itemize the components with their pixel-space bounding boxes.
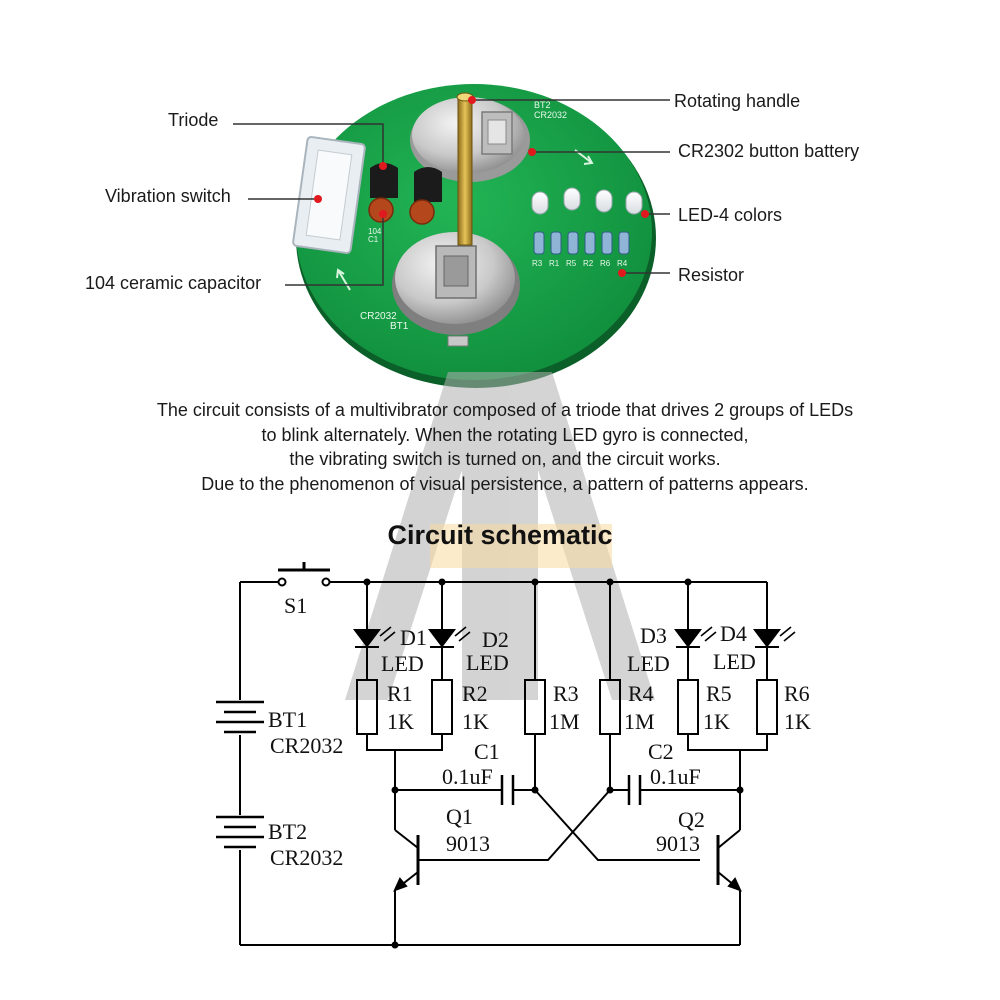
label-d4-type: LED xyxy=(713,649,756,674)
label-bt1: BT1 xyxy=(268,707,308,732)
schematic-title: Circuit schematic xyxy=(387,520,613,550)
silk-r3: R3 xyxy=(532,259,543,268)
label-r4-value: 1M xyxy=(624,709,655,734)
label-r2-value: 1K xyxy=(462,709,489,734)
title-highlight xyxy=(430,524,612,568)
label-q1-type: 9013 xyxy=(446,831,490,856)
rotating-handle xyxy=(456,92,474,246)
callout-led: LED-4 colors xyxy=(678,205,783,225)
silk-r5: R5 xyxy=(566,259,577,268)
led-row xyxy=(531,187,643,215)
callout-resistor: Resistor xyxy=(678,265,745,285)
label-s1: S1 xyxy=(284,593,308,618)
ceramic-capacitors xyxy=(368,197,435,225)
label-d2: D2 xyxy=(482,627,509,652)
label-q2: Q2 xyxy=(678,807,705,832)
silk-r6: R6 xyxy=(600,259,611,268)
callout-triode: Triode xyxy=(168,110,219,130)
description-line: The circuit consists of a multivibrator … xyxy=(156,400,854,420)
silk-r2: R2 xyxy=(583,259,594,268)
label-d3-type: LED xyxy=(627,651,670,676)
label-q1: Q1 xyxy=(446,804,473,829)
callout-rotating-handle: Rotating handle xyxy=(674,91,801,111)
callout-ceramic-capacitor: 104 ceramic capacitor xyxy=(85,273,262,293)
label-r5-value: 1K xyxy=(703,709,730,734)
bottom-button-battery xyxy=(392,232,520,347)
silk-cap-id: C1 xyxy=(368,235,379,244)
callout-vibration-switch: Vibration switch xyxy=(105,186,231,206)
silk-bottom-battery: CR2032 xyxy=(360,311,397,322)
description-line: to blink alternately. When the rotating … xyxy=(261,424,749,445)
label-d2-type: LED xyxy=(466,650,509,675)
label-r6: R6 xyxy=(784,681,810,706)
silk-r1: R1 xyxy=(549,259,560,268)
label-r4: R4 xyxy=(628,681,654,706)
label-bt2-type: CR2032 xyxy=(270,845,344,870)
label-bt2: BT2 xyxy=(268,819,308,844)
label-q2-type: 9013 xyxy=(656,831,700,856)
label-bt1-type: CR2032 xyxy=(270,733,344,758)
label-c1: C1 xyxy=(474,739,500,764)
vibration-switch xyxy=(292,136,366,254)
description-text: The circuit consists of a multivibrator … xyxy=(60,398,950,496)
label-r1-value: 1K xyxy=(387,709,414,734)
silk-top-battery-id: BT2 xyxy=(534,100,551,110)
description-line: the vibrating switch is turned on, and t… xyxy=(289,449,721,469)
callout-button-battery: CR2302 button battery xyxy=(678,141,860,161)
label-r3: R3 xyxy=(553,681,579,706)
label-d3: D3 xyxy=(640,623,667,648)
junction-dots xyxy=(363,578,744,949)
silk-r4: R4 xyxy=(617,259,628,268)
label-r6-value: 1K xyxy=(784,709,811,734)
silk-top-battery: CR2032 xyxy=(534,110,568,120)
description-line: Due to the phenomenon of visual persiste… xyxy=(201,473,809,494)
resistor-array xyxy=(533,231,630,255)
callout-markers xyxy=(314,96,649,277)
label-d4: D4 xyxy=(720,621,747,646)
triode-components xyxy=(370,163,442,202)
label-r3-value: 1M xyxy=(549,709,580,734)
label-c2-value: 0.1uF xyxy=(650,764,701,789)
label-d1: D1 xyxy=(400,625,427,650)
circuit-schematic xyxy=(216,562,796,946)
callout-leaders xyxy=(233,99,670,286)
label-r1: R1 xyxy=(387,681,413,706)
silk-bottom-battery-id: BT1 xyxy=(390,321,409,332)
label-d1-type: LED xyxy=(381,651,424,676)
label-r5: R5 xyxy=(706,681,732,706)
label-c2: C2 xyxy=(648,739,674,764)
silk-cap-value: 104 xyxy=(368,227,382,236)
label-c1-value: 0.1uF xyxy=(442,764,493,789)
label-r2: R2 xyxy=(462,681,488,706)
